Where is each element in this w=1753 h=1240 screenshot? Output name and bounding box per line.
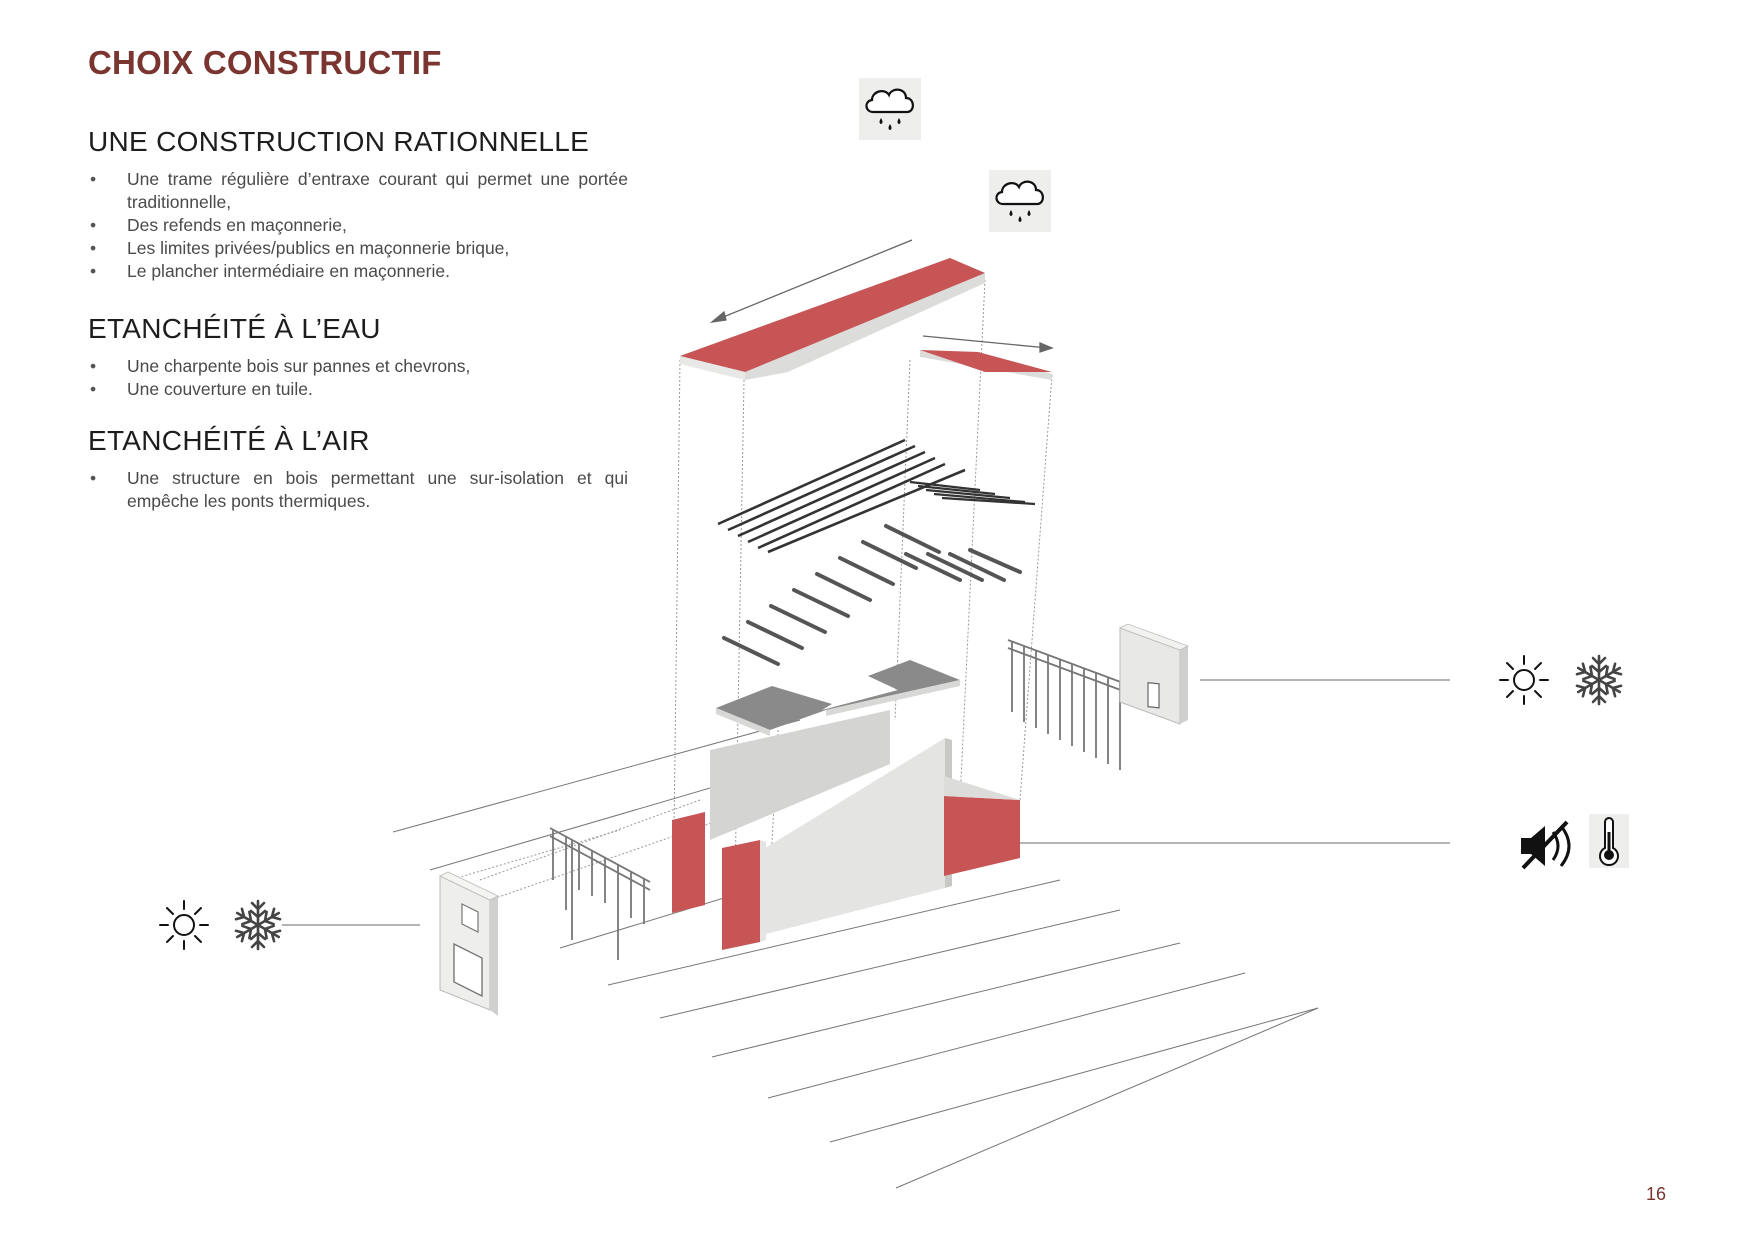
sound-insulation-icon (1521, 820, 1571, 870)
rafters (717, 438, 966, 554)
small-rafters (909, 480, 1036, 506)
timber-frame-right (1007, 639, 1127, 770)
page-title: CHOIX CONSTRUCTIF (88, 44, 442, 81)
timber-frame-left (549, 827, 651, 960)
section-heading: ETANCHÉITÉ À L’AIR (88, 425, 370, 456)
sun-icon (1499, 655, 1549, 705)
secondary-roof (920, 350, 1052, 380)
section-heading: ETANCHÉITÉ À L’EAU (88, 313, 381, 344)
section-construction: UNE CONSTRUCTION RATIONNELLE Une trame r… (88, 126, 628, 283)
bullet-list: Une charpente bois sur pannes et chevron… (88, 355, 628, 401)
list-item: Une trame régulière d’entraxe courant qu… (88, 168, 628, 214)
section-water: ETANCHÉITÉ À L’EAU Une charpente bois su… (88, 313, 628, 401)
intermediate-floor (716, 660, 960, 736)
list-item: Les limites privées/publics en maçonneri… (88, 237, 628, 260)
list-item: Une couverture en tuile. (88, 378, 628, 401)
snowflake-icon (1575, 656, 1624, 704)
snowflake-icon (234, 901, 283, 949)
sun-icon (159, 900, 209, 950)
list-item: Le plancher intermédiaire en maçonnerie. (88, 260, 628, 283)
section-air: ETANCHÉITÉ À L’AIR Une structure en bois… (88, 425, 628, 513)
brick-walls (672, 776, 1020, 950)
list-item: Une charpente bois sur pannes et chevron… (88, 355, 628, 378)
purlins (722, 524, 1022, 666)
section-heading: UNE CONSTRUCTION RATIONNELLE (88, 126, 590, 157)
bullet-list: Une structure en bois permettant une sur… (88, 467, 628, 513)
rain-cloud-icon (857, 76, 923, 142)
facade-wall-left (439, 871, 499, 1016)
list-item: Des refends en maçonnerie, (88, 214, 628, 237)
main-roof (680, 258, 985, 380)
thermometer-icon (1589, 814, 1629, 868)
roof-slope-arrows (709, 239, 1054, 353)
rain-cloud-icon (987, 168, 1053, 234)
ground-lines (392, 719, 1319, 1189)
facade-wall-right (1118, 623, 1190, 725)
page-number: 16 (1646, 1184, 1667, 1204)
bullet-list: Une trame régulière d’entraxe courant qu… (88, 168, 628, 283)
list-item: Une structure en bois permettant une sur… (88, 467, 628, 513)
